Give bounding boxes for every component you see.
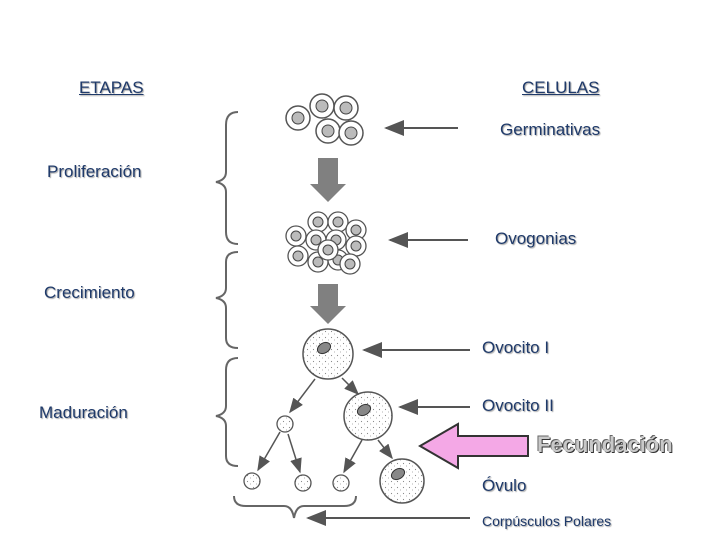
germ-cell	[315, 118, 341, 144]
gray-arrow-1	[310, 158, 346, 202]
polar-body	[294, 474, 312, 492]
gray-arrow-2	[310, 284, 346, 324]
germ-cell	[285, 105, 311, 131]
germ-cell	[333, 95, 359, 121]
brace-crecimiento	[215, 251, 239, 349]
stage-maduracion: Maduración	[39, 403, 128, 422]
germ-cell	[309, 93, 335, 119]
ovocito-1-cell	[302, 328, 354, 380]
germinativas-cells	[285, 93, 364, 146]
cell-label-ovocito-2: Ovocito II	[482, 396, 554, 415]
stage-crecimiento: Crecimiento	[44, 283, 135, 302]
brace-bottom	[233, 495, 357, 519]
fecundacion-label: Fecundación	[537, 432, 673, 457]
ovogonia-cell	[339, 253, 361, 275]
ovogonia-cell	[345, 235, 367, 257]
brace-maduracion	[215, 357, 239, 467]
germ-cell	[338, 120, 364, 146]
polar-body	[332, 474, 350, 492]
ovogonia-cell	[285, 225, 307, 247]
polar-body	[243, 472, 261, 490]
cell-label-ovogonias: Ovogonias	[495, 229, 577, 248]
ovocito-2-cell	[343, 391, 393, 441]
ovogonia-cell	[287, 245, 309, 267]
cell-label-corpusculos-polares: Corpúsculos Polares	[482, 513, 612, 529]
cell-label-germinativas: Germinativas	[500, 120, 601, 139]
ovogonias-cells	[285, 211, 367, 275]
ovulo-cell	[379, 458, 425, 504]
header-celulas: CELULAS	[522, 78, 600, 97]
cell-label-ovocito-1: Ovocito I	[482, 338, 550, 357]
polar-body-1	[276, 415, 294, 433]
ovogonia-cell	[307, 211, 329, 233]
stage-proliferacion: Proliferación	[47, 162, 142, 181]
ovogonia-cell	[327, 211, 349, 233]
division-lines	[257, 377, 393, 474]
cell-label-ovulo: Óvulo	[482, 476, 527, 495]
fecundacion-arrow	[418, 422, 529, 470]
header-etapas: ETAPAS	[79, 78, 144, 97]
ovogonia-cell	[317, 239, 339, 261]
brace-proliferacion	[215, 111, 239, 245]
